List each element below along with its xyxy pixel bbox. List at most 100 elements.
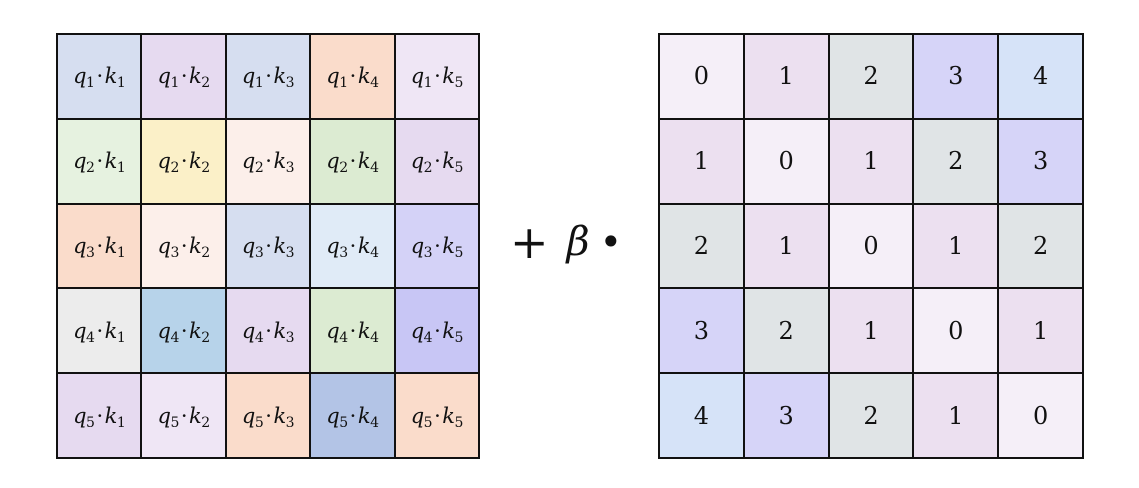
qk-cell: q1·k4	[311, 35, 394, 118]
qk-expression: q4·k1	[73, 318, 126, 346]
distance-cell: 2	[744, 289, 828, 373]
qk-cell: q3·k3	[226, 204, 310, 288]
dot-product-symbol: ·	[349, 318, 357, 343]
q-symbol: q	[241, 233, 255, 258]
q-symbol: q	[241, 318, 255, 343]
q-symbol: q	[410, 318, 424, 343]
qk-cell: q4·k1	[58, 289, 141, 373]
dot-product-symbol: ·	[96, 64, 103, 89]
qk-expression: q1·k3	[242, 64, 295, 92]
distance-cell: 1	[914, 204, 998, 288]
dot-product-symbol: ·	[349, 403, 357, 428]
distance-cell: 1	[744, 204, 828, 288]
qk-cell: q3·k1	[58, 204, 141, 288]
q-symbol: q	[157, 64, 171, 89]
distance-cell: 1	[660, 119, 743, 203]
k-symbol: k	[189, 403, 202, 428]
q-index: 2	[339, 160, 348, 177]
k-index: 5	[454, 75, 463, 92]
q-index: 4	[339, 329, 348, 346]
q-symbol: q	[73, 403, 87, 428]
dot-product-symbol: ·	[265, 318, 272, 343]
k-symbol: k	[357, 318, 371, 343]
distance-value: 3	[1032, 147, 1049, 176]
distance-value: 1	[1032, 316, 1049, 345]
k-symbol: k	[189, 64, 202, 89]
k-symbol: k	[104, 233, 118, 258]
k-symbol: k	[104, 403, 118, 428]
distance-cell: 3	[660, 289, 743, 373]
qk-cell: q2·k1	[58, 119, 141, 203]
qk-cell: q2·k5	[395, 119, 478, 203]
q-symbol: q	[157, 149, 171, 174]
q-symbol: q	[326, 64, 340, 89]
k-symbol: k	[442, 233, 455, 258]
q-symbol: q	[73, 318, 87, 343]
q-symbol: q	[410, 403, 424, 428]
q-symbol: q	[410, 233, 424, 258]
distance-cell: 4	[660, 374, 743, 457]
q-index: 5	[339, 414, 348, 431]
distance-cell: 3	[744, 374, 828, 457]
dot-product-symbol: ·	[265, 64, 272, 89]
dot-product-symbol: ·	[180, 64, 188, 89]
q-index: 3	[254, 244, 264, 261]
k-symbol: k	[104, 149, 118, 174]
dot-product-symbol: ·	[180, 403, 188, 428]
distance-value: 1	[863, 316, 879, 345]
dot-product-symbol: ·	[434, 64, 441, 89]
distance-cell: 1	[829, 119, 913, 203]
distance-value: 2	[1032, 231, 1049, 260]
distance-cell: 0	[660, 35, 743, 118]
beta-symbol: β	[566, 219, 590, 265]
dot-product-symbol: ·	[349, 149, 357, 174]
q-symbol: q	[410, 149, 424, 174]
q-index: 2	[423, 160, 433, 177]
q-index: 4	[86, 329, 95, 346]
qk-cell: q5·k1	[58, 374, 141, 457]
qk-cell: q4·k4	[311, 289, 394, 373]
dot-product-symbol: ·	[265, 403, 272, 428]
k-index: 3	[285, 244, 295, 261]
k-index: 3	[285, 75, 295, 92]
qk-expression: q3·k5	[410, 233, 464, 260]
qk-expression: q5·k4	[326, 403, 379, 431]
distance-cell: 1	[999, 289, 1082, 373]
qk-expression: q1·k1	[73, 64, 126, 90]
dot-product-symbol: ·	[180, 233, 188, 258]
distance-value: 1	[948, 401, 964, 430]
k-symbol: k	[442, 318, 455, 343]
k-symbol: k	[189, 233, 202, 258]
k-index: 3	[285, 414, 295, 431]
k-symbol: k	[273, 403, 286, 428]
k-symbol: k	[273, 233, 286, 258]
q-index: 5	[254, 414, 264, 431]
q-symbol: q	[73, 233, 87, 258]
q-symbol: q	[326, 149, 340, 174]
k-symbol: k	[189, 318, 202, 343]
distance-value: 2	[778, 316, 794, 345]
distance-value: 0	[863, 231, 879, 260]
qk-cell: q4·k5	[395, 289, 478, 373]
k-index: 4	[370, 244, 379, 261]
qk-cell: q3·k2	[142, 204, 225, 288]
dot-product-symbol: ·	[265, 149, 272, 174]
qk-cell: q2·k4	[311, 119, 394, 203]
q-index: 5	[423, 414, 433, 431]
qk-expression: q2·k2	[157, 149, 210, 175]
q-index: 5	[170, 414, 179, 431]
qk-cell: q3·k4	[311, 204, 394, 288]
k-index: 4	[370, 329, 379, 346]
qk-cell: q4·k2	[142, 289, 225, 373]
qk-expression: q1·k2	[157, 64, 210, 90]
distance-value: 2	[948, 147, 964, 176]
q-symbol: q	[241, 149, 255, 174]
k-index: 5	[454, 160, 463, 177]
q-symbol: q	[326, 318, 340, 343]
dot-product-symbol: ·	[96, 318, 103, 343]
plus-beta-operator: + β •	[510, 212, 650, 272]
distance-value: 3	[778, 401, 794, 430]
k-symbol: k	[442, 64, 455, 89]
